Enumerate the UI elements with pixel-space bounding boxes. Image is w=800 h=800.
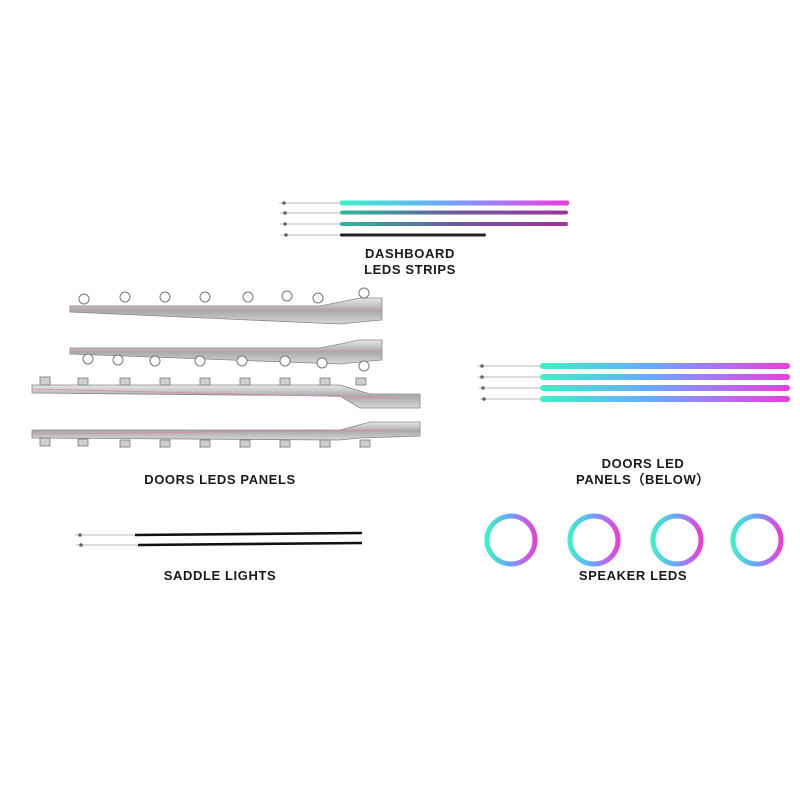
saddle-light-cable xyxy=(75,531,363,537)
doors-below-strip xyxy=(479,385,790,391)
dashboard-strip xyxy=(281,233,486,237)
door-panel xyxy=(31,376,421,409)
dashboard-strip xyxy=(280,210,568,215)
doors-below-strip xyxy=(478,363,790,369)
saddle-lights xyxy=(75,531,363,547)
dashboard-strip xyxy=(279,200,569,206)
dashboard-label-line1: DASHBOARD xyxy=(365,246,455,261)
speaker-ring xyxy=(567,513,621,567)
doors-below-label: DOORS LED PANELS（BELOW） xyxy=(548,456,738,488)
speaker-leds xyxy=(484,513,784,567)
dashboard-strip xyxy=(280,222,568,226)
dashboard-led-strips xyxy=(279,200,569,237)
doors-below-label-line2: PANELS（BELOW） xyxy=(576,472,710,487)
saddle-label-text: SADDLE LIGHTS xyxy=(163,568,277,583)
dashboard-label-line2: LEDS STRIPS xyxy=(364,262,456,277)
doors-led-panels xyxy=(31,287,421,448)
door-panel xyxy=(69,287,383,325)
saddle-label: SADDLE LIGHTS xyxy=(130,568,310,584)
speaker-ring xyxy=(730,513,784,567)
dashboard-label: DASHBOARD LEDS STRIPS xyxy=(340,246,480,278)
speaker-label-text: SPEAKER LEDS xyxy=(578,568,688,583)
doors-panels-label: DOORS LEDS PANELS xyxy=(110,472,330,488)
door-panel xyxy=(69,339,383,372)
doors-below-label-line1: DOORS LED xyxy=(601,456,685,471)
speaker-ring xyxy=(484,513,538,567)
door-panel xyxy=(31,421,421,448)
doors-panels-label-text: DOORS LEDS PANELS xyxy=(144,472,296,487)
speaker-label: SPEAKER LEDS xyxy=(548,568,718,584)
doors-below-led-strips xyxy=(478,363,790,402)
saddle-light-cable xyxy=(76,541,363,547)
speaker-ring xyxy=(650,513,704,567)
doors-below-strip xyxy=(480,396,790,402)
doors-below-strip xyxy=(478,374,790,380)
